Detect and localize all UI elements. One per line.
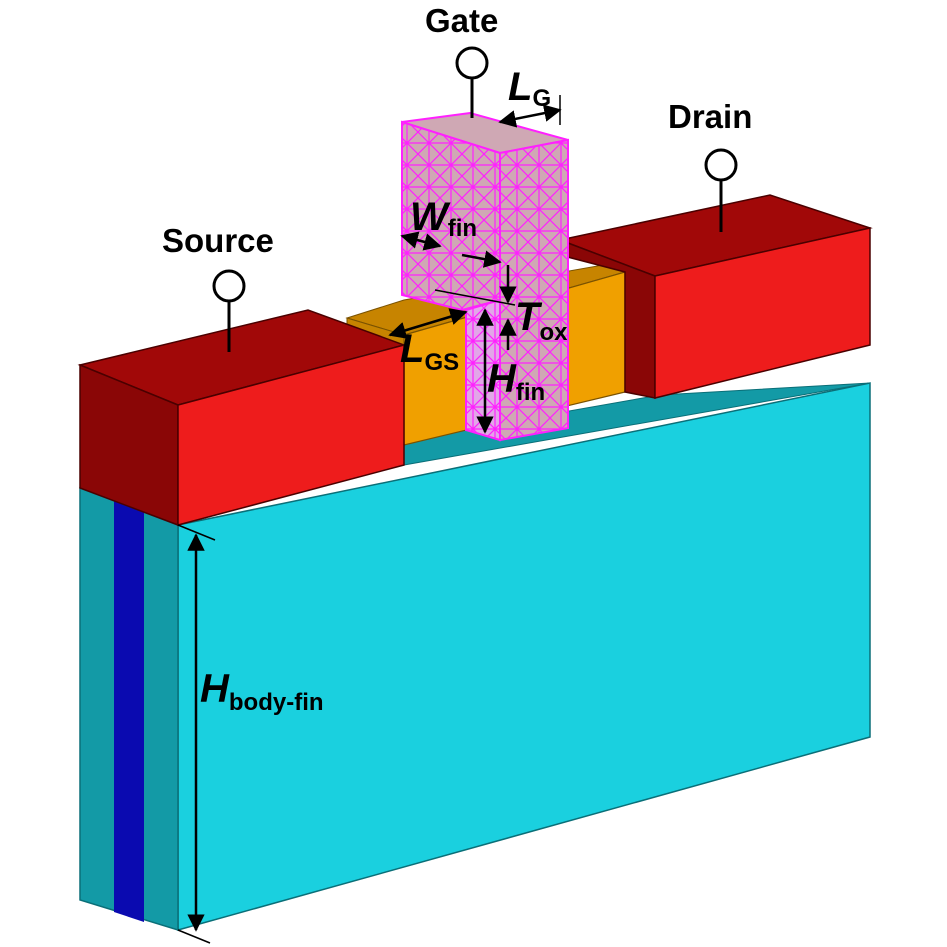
drain-contact: [557, 194, 873, 399]
gate-terminal-icon: [455, 46, 489, 80]
wfin-dimension-line: [400, 231, 442, 251]
gate-label: Gate: [425, 2, 498, 39]
gate-front-mesh: [500, 140, 568, 440]
lg-label: LG: [508, 65, 551, 112]
drain-front-face: [654, 227, 871, 399]
source-terminal: [212, 269, 246, 352]
hfin-label: Hfin: [487, 357, 545, 406]
lgs-label: LGS: [400, 327, 459, 376]
tox-label: Tox: [515, 295, 568, 346]
drain-terminal: [704, 148, 738, 232]
wfin-label: Wfin: [410, 195, 477, 242]
lg-dimension-line: [498, 104, 562, 128]
gate-terminal: [455, 46, 489, 118]
lgs-dimension-line: [388, 308, 468, 339]
source-terminal-icon: [212, 269, 246, 303]
source-contact: [77, 309, 407, 527]
drain-label: Drain: [668, 98, 752, 135]
source-label: Source: [162, 222, 274, 259]
hbody-label: Hbody-fin: [200, 667, 324, 716]
substrate-fin-stripe: [114, 500, 144, 922]
drain-terminal-icon: [704, 148, 738, 182]
substrate-body: [79, 382, 871, 932]
source-front-face: [177, 344, 405, 526]
dimension-lines: [177, 95, 562, 944]
gate-left-mesh: [402, 122, 500, 310]
